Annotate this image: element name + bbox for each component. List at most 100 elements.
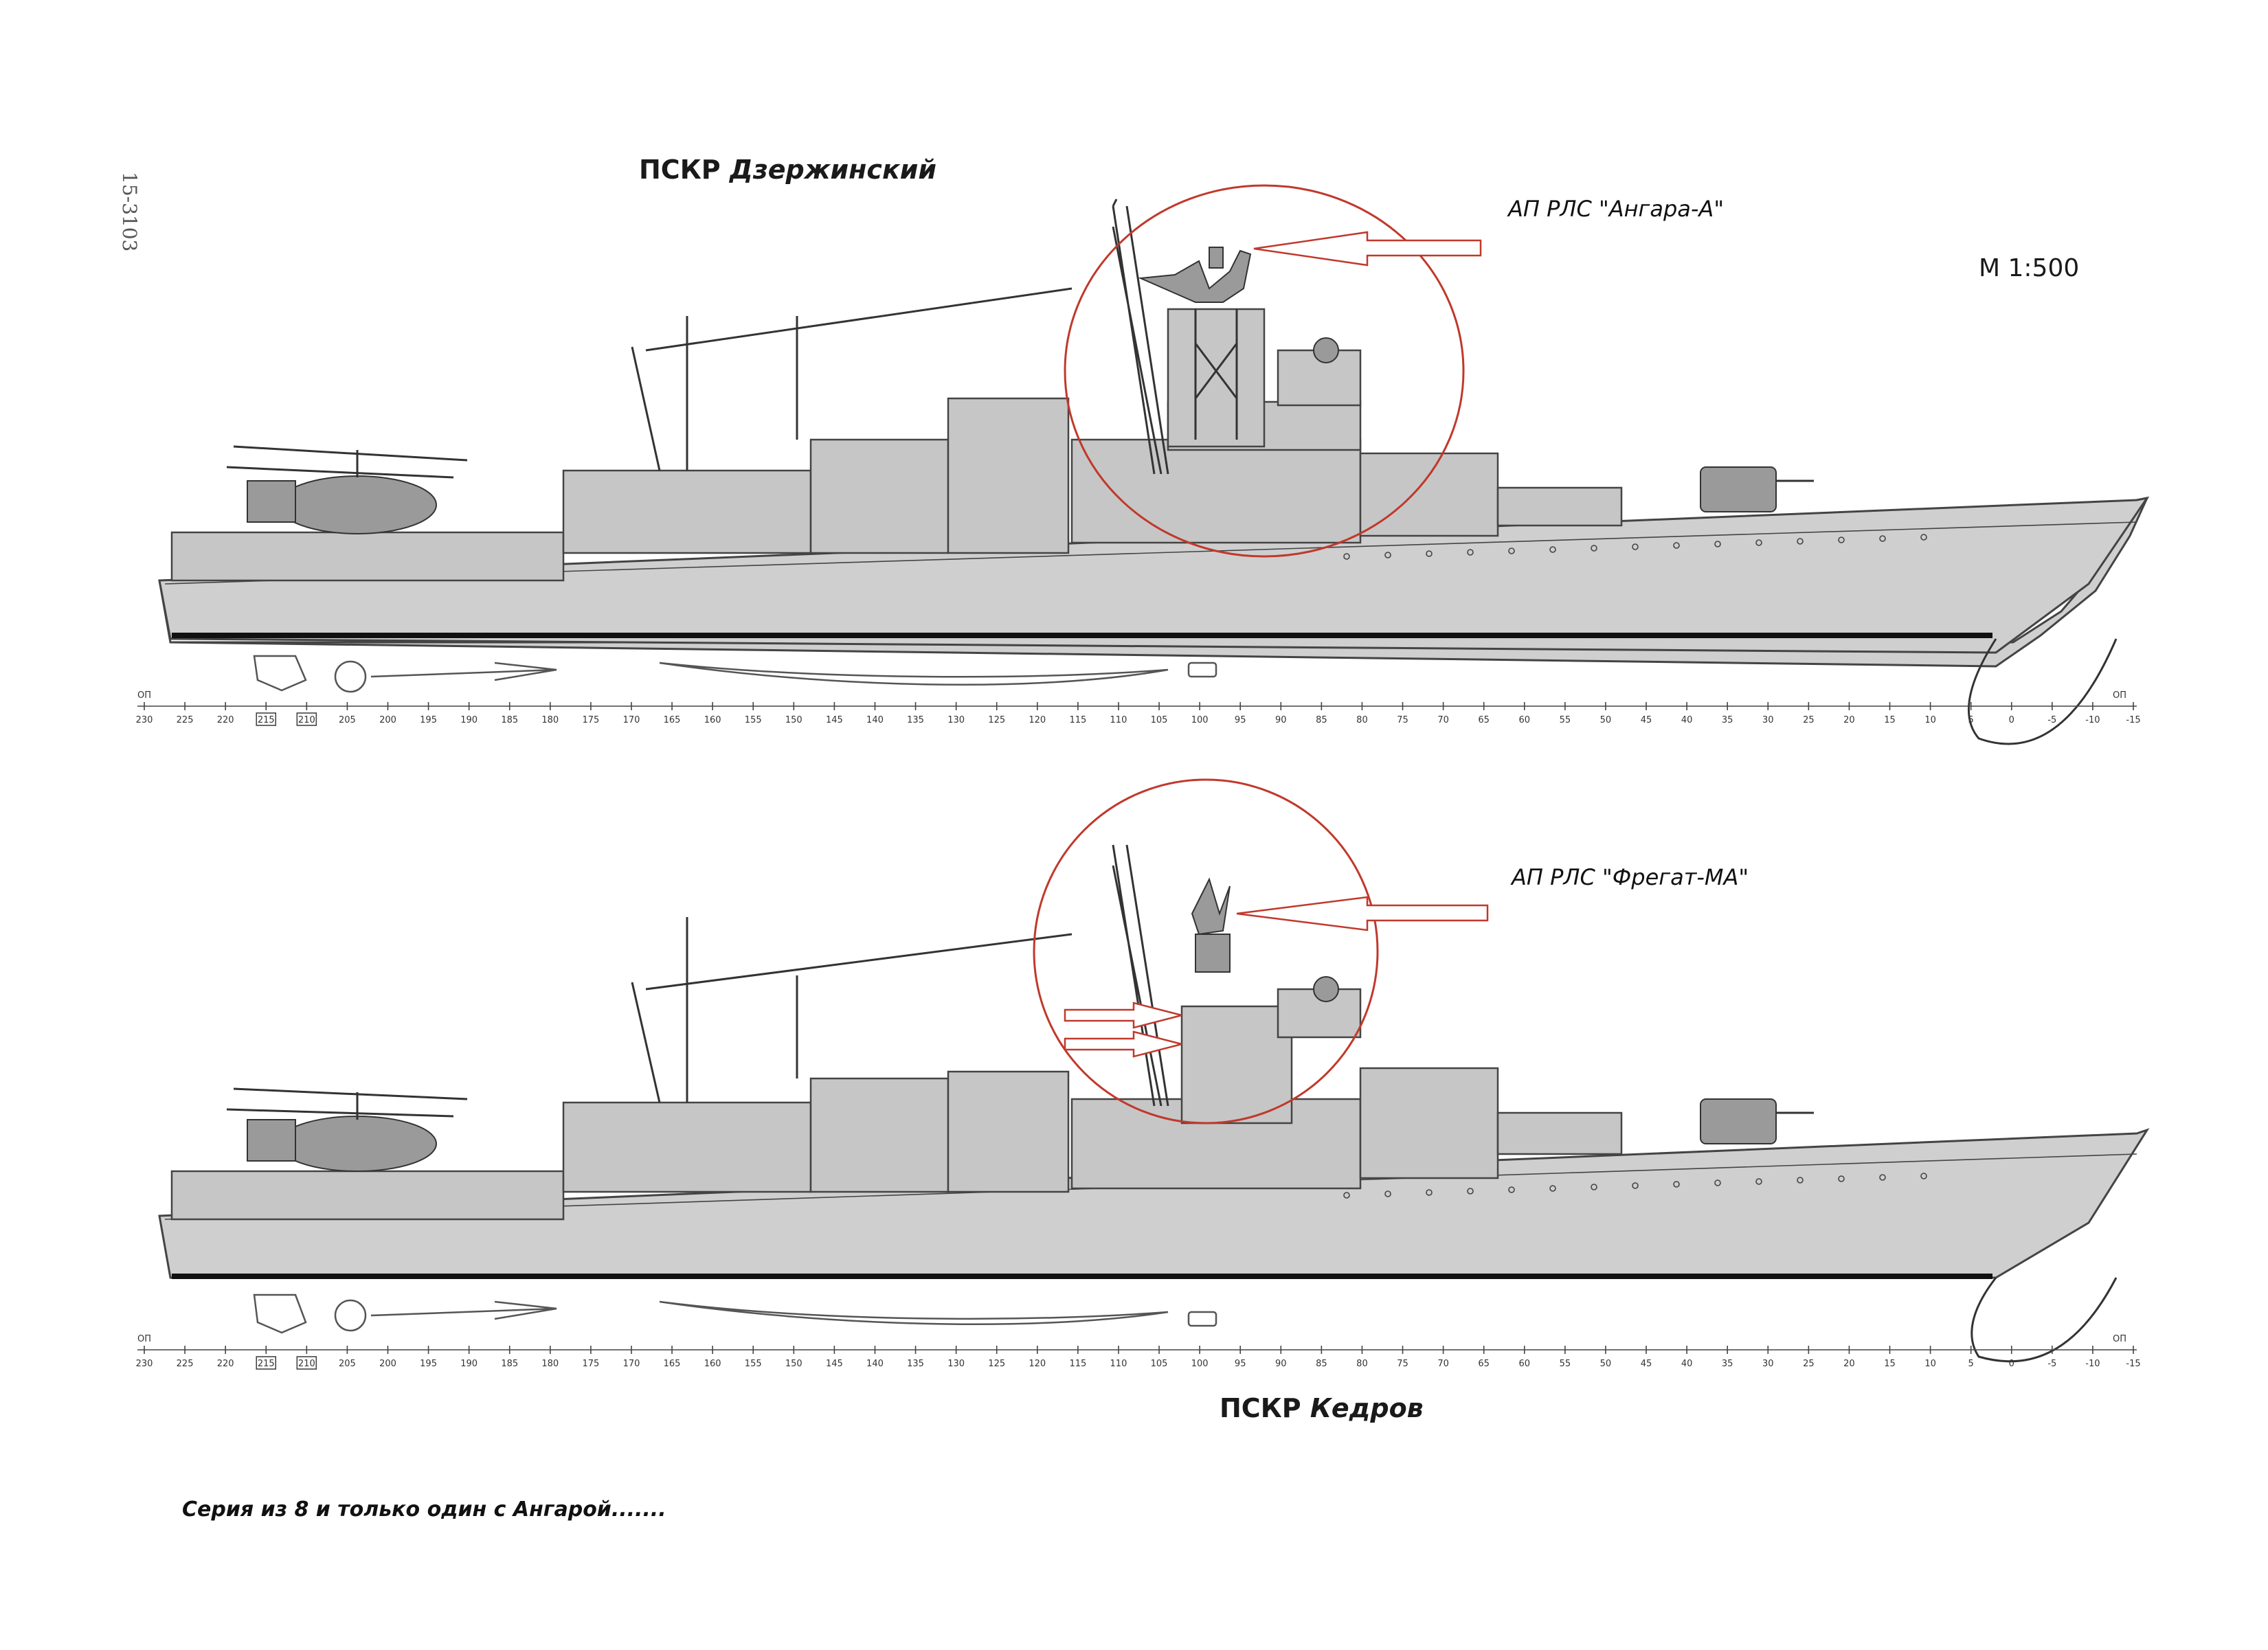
frame-op-right: ОП: [2113, 690, 2126, 701]
ship-title-top: ПСКР Дзержинский: [639, 155, 936, 185]
arrow-angara: [1253, 231, 1482, 267]
frame-tick-label: 220: [217, 715, 234, 725]
frame-tick-label: 210: [298, 1359, 315, 1369]
frame-tick-label: 140: [866, 715, 884, 725]
frame-tick-label: 125: [988, 715, 1005, 725]
frame-tick-label: 190: [460, 715, 478, 725]
scale-label: М 1:500: [1979, 254, 2080, 282]
frame-tick-label: 5: [1968, 715, 1974, 725]
arrow-fregat-small-1: [1064, 1002, 1182, 1029]
frame-tick-label: 20: [1843, 715, 1855, 725]
frame-tick-label: 95: [1235, 1359, 1246, 1369]
ship-title-bottom: ПСКР Кедров: [1220, 1393, 1424, 1423]
ship-title-bottom-prefix: ПСКР: [1220, 1393, 1301, 1423]
radar-tower-bottom: [1191, 877, 1362, 1039]
frame-tick-label: 15: [1884, 715, 1896, 725]
fregat-antenna: [1191, 877, 1231, 936]
frame-tick-label: 30: [1762, 1359, 1774, 1369]
frame-tick-label: 0: [2009, 715, 2014, 725]
hangar-top: [170, 531, 565, 582]
frame-tick-label: -5: [2047, 1359, 2056, 1369]
frame-op-right: ОП: [2113, 1334, 2126, 1344]
caption-note: Серия из 8 и только один с Ангарой......…: [182, 1498, 666, 1522]
frame-tick-label: 80: [1356, 715, 1368, 725]
frame-tick-label: -15: [2126, 715, 2140, 725]
frame-tick-label: 0: [2009, 1359, 2014, 1369]
frame-op-left: ОП: [137, 1334, 151, 1344]
frame-tick-label: 170: [623, 715, 640, 725]
frame-tick-label: 110: [1110, 1359, 1127, 1369]
frame-tick-label: 225: [177, 715, 194, 725]
frame-tick-label: 125: [988, 1359, 1005, 1369]
frame-tick-label: 5: [1968, 1359, 1974, 1369]
frame-tick-label: 35: [1722, 1359, 1733, 1369]
frame-tick-label: 50: [1600, 1359, 1612, 1369]
frame-tick-label: 230: [136, 1359, 153, 1369]
frame-tick-label: 205: [339, 1359, 356, 1369]
frame-tick-label: 105: [1151, 1359, 1168, 1369]
frame-tick-label: 40: [1681, 715, 1693, 725]
frame-tick-label: 145: [826, 1359, 843, 1369]
hull-bottom: [158, 1128, 2150, 1279]
frame-tick-label: -15: [2126, 1359, 2140, 1369]
ship-title-bottom-name: Кедров: [1310, 1393, 1424, 1423]
radar-label-angara: АП РЛС "Ангара-А": [1508, 196, 1725, 222]
frame-tick-label: 175: [582, 1359, 599, 1369]
frame-tick-label: 100: [1191, 1359, 1209, 1369]
frame-tick-label: 80: [1356, 1359, 1368, 1369]
frame-tick-label: 230: [136, 715, 153, 725]
frame-tick-label: 120: [1029, 1359, 1046, 1369]
arrow-fregat-small-2: [1064, 1030, 1182, 1058]
ship-profile-top: [158, 199, 2150, 745]
frame-tick-label: 65: [1478, 1359, 1490, 1369]
frame-boxed-mark: [296, 1356, 317, 1370]
frame-tick-label: 100: [1191, 715, 1209, 725]
frame-boxed-mark: [296, 712, 317, 726]
frame-tick-label: 85: [1316, 715, 1327, 725]
propeller-bottom: [253, 1293, 307, 1334]
frame-tick-label: 25: [1803, 715, 1815, 725]
frame-tick-label: 160: [704, 1359, 721, 1369]
frame-tick-label: -10: [2085, 1359, 2100, 1369]
frame-tick-label: -10: [2085, 715, 2100, 725]
frame-tick-label: 90: [1275, 1359, 1287, 1369]
frame-tick-label: 135: [907, 1359, 924, 1369]
helicopter-top: [226, 445, 468, 534]
frame-tick-label: 60: [1519, 1359, 1531, 1369]
frame-tick-label: 15: [1884, 1359, 1896, 1369]
frame-boxed-mark: [256, 712, 277, 726]
frame-tick-label: 95: [1235, 715, 1246, 725]
frame-tick-label: 180: [541, 715, 559, 725]
frame-tick-label: 150: [785, 715, 802, 725]
frame-tick-label: 115: [1069, 1359, 1086, 1369]
frame-tick-label: 200: [379, 715, 396, 725]
frame-tick-label: 10: [1924, 715, 1936, 725]
frame-tick-label: 75: [1397, 1359, 1408, 1369]
frame-tick-label: 180: [541, 1359, 559, 1369]
frame-tick-label: 225: [177, 1359, 194, 1369]
portholes-top: [1343, 534, 1927, 560]
mast-bottom: [1112, 844, 1169, 1107]
frame-tick-label: 205: [339, 715, 356, 725]
frame-tick-label: -5: [2047, 715, 2056, 725]
ship-title-top-name: Дзержинский: [729, 155, 937, 185]
frame-tick-label: 120: [1029, 715, 1046, 725]
frame-tick-label: 215: [258, 715, 275, 725]
frame-tick-label: 145: [826, 715, 843, 725]
propeller-top: [253, 655, 307, 692]
frame-boxed-mark: [256, 1356, 277, 1370]
frame-tick-label: 115: [1069, 715, 1086, 725]
frame-op-left: ОП: [137, 690, 151, 701]
frame-tick-label: 190: [460, 1359, 478, 1369]
frame-tick-label: 55: [1560, 715, 1571, 725]
frame-tick-label: 170: [623, 1359, 640, 1369]
frame-tick-label: 10: [1924, 1359, 1936, 1369]
gun-turret-top: [1700, 466, 1777, 512]
frame-tick-label: 160: [704, 715, 721, 725]
frame-tick-label: 130: [947, 1359, 965, 1369]
frame-tick-label: 75: [1397, 715, 1408, 725]
